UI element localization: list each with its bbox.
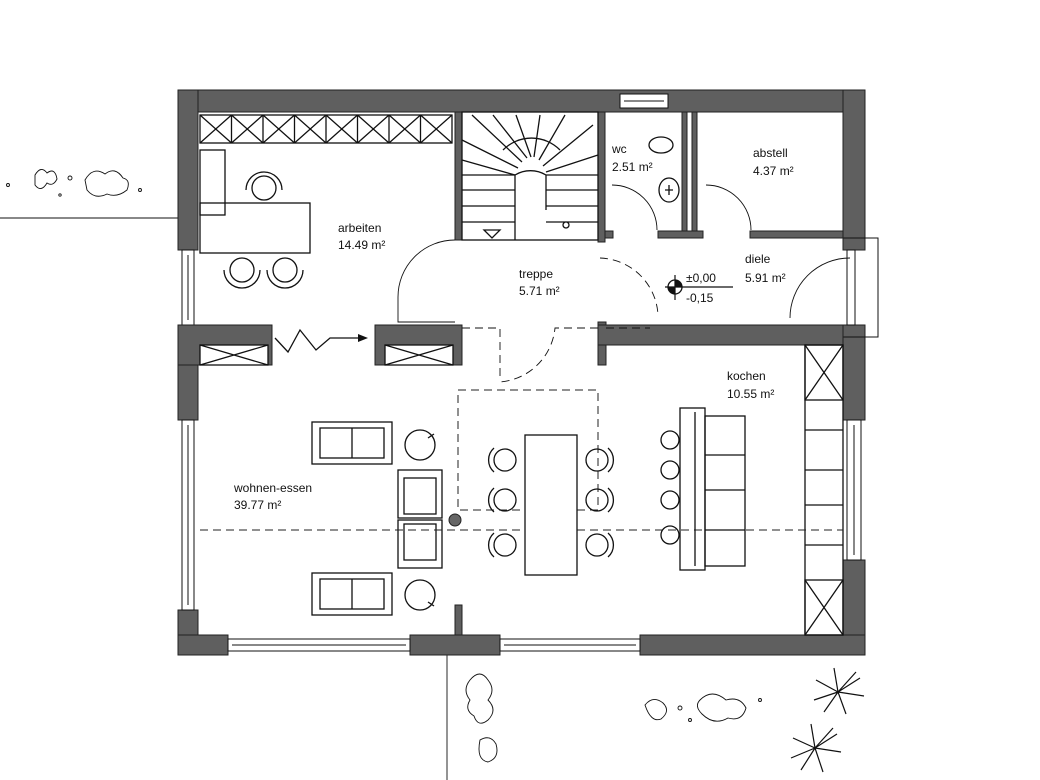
room-label-treppe[interactable]: treppe 5.71 m² xyxy=(519,267,560,298)
desk xyxy=(199,149,311,254)
sliding-partition xyxy=(274,328,358,354)
room-area: 10.55 m² xyxy=(727,387,774,401)
shrub-icon xyxy=(6,169,142,197)
room-name: arbeiten xyxy=(338,221,381,235)
level-marker: ±0,00 -0,15 xyxy=(665,271,733,305)
chair xyxy=(488,430,680,558)
room-name: wc xyxy=(611,142,627,156)
room-area: 2.51 m² xyxy=(612,160,653,174)
room-name: kochen xyxy=(727,369,766,383)
staircase[interactable] xyxy=(461,111,599,241)
level-lower: -0,15 xyxy=(686,291,714,305)
room-area: 5.91 m² xyxy=(745,271,786,285)
level-upper: ±0,00 xyxy=(686,271,716,285)
shrub-icon xyxy=(465,673,762,763)
room-name: treppe xyxy=(519,267,553,281)
room-name: abstell xyxy=(753,146,788,160)
room-label-arbeiten[interactable]: arbeiten 14.49 m² xyxy=(338,221,385,252)
room-area: 14.49 m² xyxy=(338,238,385,252)
room-label-kochen[interactable]: kochen 10.55 m² xyxy=(727,369,774,401)
room-area: 39.77 m² xyxy=(234,498,281,512)
room-area: 4.37 m² xyxy=(753,164,794,178)
room-label-abstell[interactable]: abstell 4.37 m² xyxy=(753,146,794,178)
cabinet xyxy=(199,114,844,636)
toilet-icon xyxy=(648,136,680,203)
dining-table xyxy=(524,434,578,576)
kitchen-island xyxy=(679,407,746,571)
chair xyxy=(223,171,304,289)
sofa xyxy=(311,421,443,616)
door[interactable] xyxy=(397,184,851,383)
room-label-wohnen-essen[interactable]: wohnen-essen 39.77 m² xyxy=(233,481,312,512)
room-label-wc[interactable]: wc 2.51 m² xyxy=(611,142,653,174)
tree-icon xyxy=(790,667,865,773)
room-name: wohnen-essen xyxy=(233,481,312,495)
column xyxy=(448,513,462,527)
arrow-icon xyxy=(358,334,368,342)
room-area: 5.71 m² xyxy=(519,284,560,298)
exterior-walls xyxy=(177,89,866,656)
room-name: diele xyxy=(745,252,771,266)
room-label-diele[interactable]: diele 5.91 m² xyxy=(745,252,786,285)
